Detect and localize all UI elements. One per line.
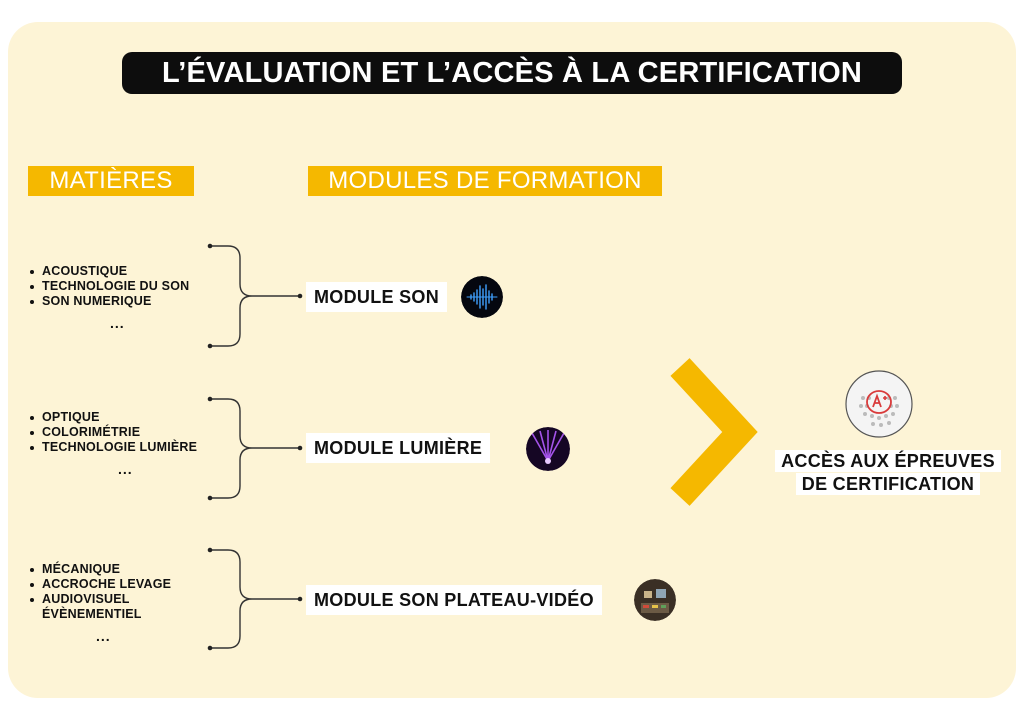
result-line-1: ACCÈS AUX ÉPREUVES [775, 450, 1001, 472]
more-subjects-ellipsis: ... [118, 461, 133, 477]
subject-item: MÉCANIQUE [28, 562, 171, 577]
subject-item: SON NUMERIQUE [28, 294, 189, 309]
module-lumiere-label: MODULE LUMIÈRE [306, 433, 491, 463]
result-line-2: DE CERTIFICATION [795, 473, 981, 495]
subject-list-lumiere: OPTIQUE COLORIMÉTRIE TECHNOLOGIE LUMIÈRE [28, 410, 197, 455]
page-title: L’ÉVALUATION ET L’ACCÈS À LA CERTIFICATI… [122, 52, 902, 94]
subject-item: OPTIQUE [28, 410, 197, 425]
subject-item: ACCROCHE LEVAGE [28, 577, 171, 592]
bracket-son [210, 245, 300, 347]
subject-item: AUDIOVISUEL [28, 592, 171, 607]
bracket-plateau [210, 549, 300, 649]
subject-item: TECHNOLOGIE DU SON [28, 279, 189, 294]
subject-list-plateau: MÉCANIQUE ACCROCHE LEVAGE AUDIOVISUEL ÉV… [28, 562, 171, 622]
stage-light-icon [526, 427, 570, 471]
subject-item: ACOUSTIQUE [28, 264, 189, 279]
more-subjects-ellipsis: ... [110, 315, 125, 331]
bracket-lumiere [210, 398, 300, 499]
subjects-header: MATIÈRES [28, 166, 194, 196]
graded-exam-icon [845, 370, 913, 438]
subject-item: COLORIMÉTRIE [28, 425, 197, 440]
studio-desk-icon [634, 579, 676, 621]
chevron-right-icon [670, 358, 758, 506]
more-subjects-ellipsis: ... [96, 628, 111, 644]
subject-item: ÉVÈNEMENTIEL [42, 607, 142, 621]
sound-wave-icon [461, 276, 503, 318]
subject-item: TECHNOLOGIE LUMIÈRE [28, 440, 197, 455]
subject-list-son: ACOUSTIQUE TECHNOLOGIE DU SON SON NUMERI… [28, 264, 189, 309]
module-plateau-video-label: MODULE SON PLATEAU-VIDÉO [306, 585, 602, 615]
certification-access-label: ACCÈS AUX ÉPREUVES DE CERTIFICATION [770, 450, 1006, 496]
module-son-label: MODULE SON [306, 282, 448, 312]
modules-header: MODULES DE FORMATION [308, 166, 662, 196]
